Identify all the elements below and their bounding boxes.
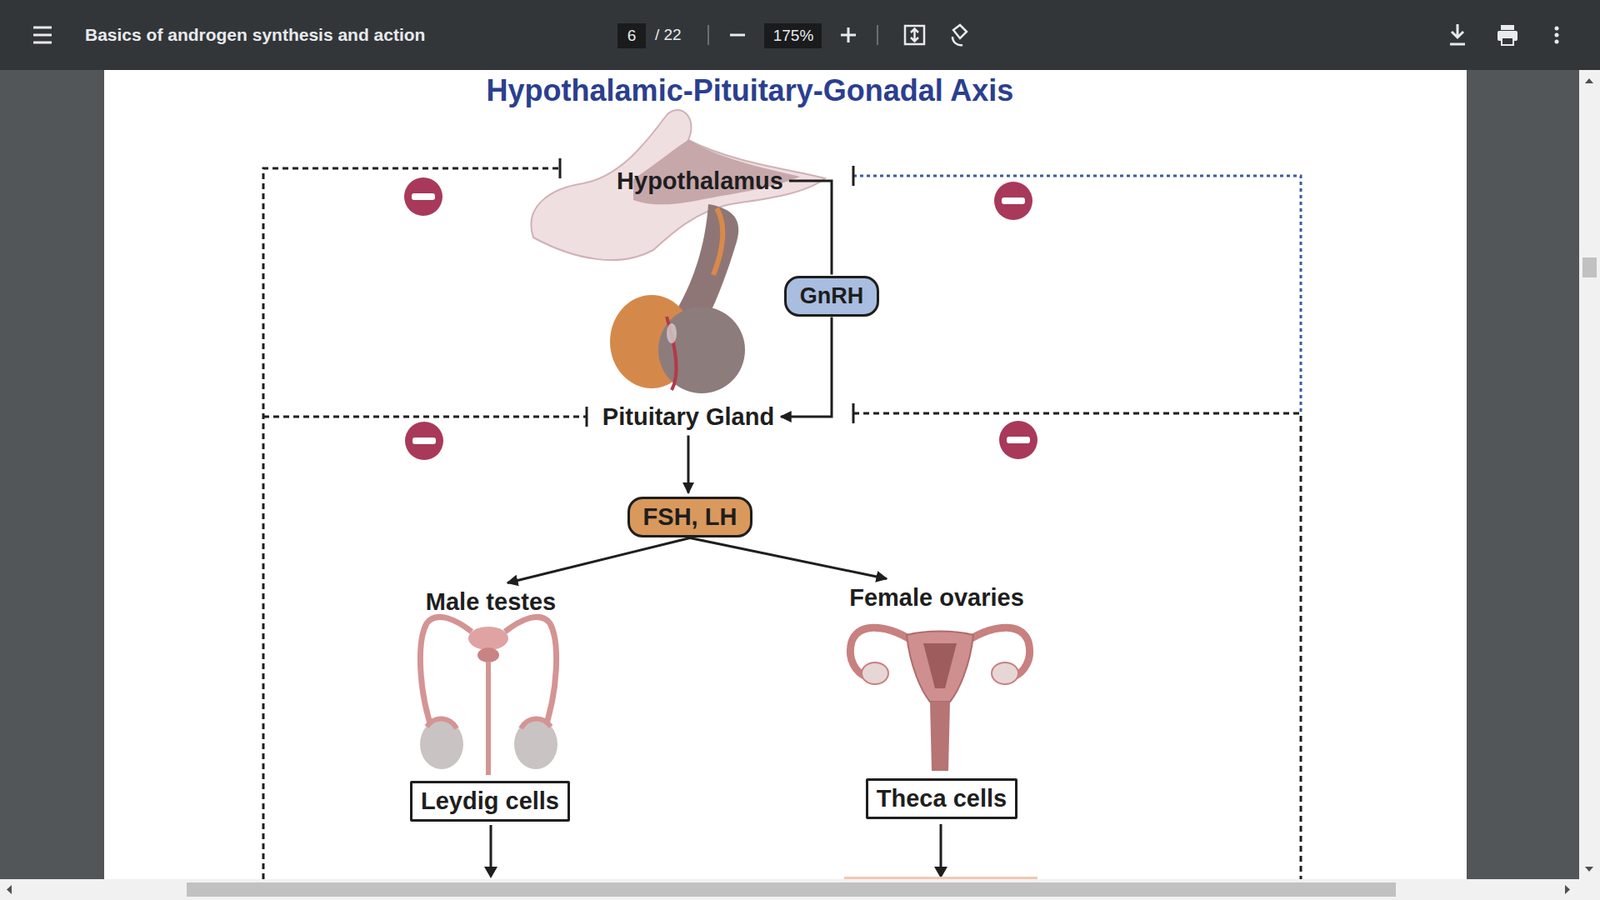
scroll-arrows xyxy=(1585,78,1594,872)
organ-label: Male testes xyxy=(422,586,560,618)
node-text: Leydig cells xyxy=(420,787,560,815)
zoom-in-icon xyxy=(840,27,856,43)
zoom-level: 175% xyxy=(773,26,815,45)
down-arrow xyxy=(490,824,941,871)
node-text: Theca cells xyxy=(876,785,1007,813)
zoom-box xyxy=(764,23,822,49)
region-label: Pituitary Gland xyxy=(599,401,778,433)
connector-arrow xyxy=(686,435,690,494)
more-icon xyxy=(1555,26,1560,45)
brain-illustration xyxy=(530,110,825,394)
node-text: Hypothalamus xyxy=(616,167,784,195)
organ-label: Female ovaries xyxy=(845,582,1028,614)
connector-arrow xyxy=(690,538,887,580)
document-title: Basics of androgen synthesis and action xyxy=(85,25,425,45)
connector-arrow xyxy=(789,180,832,275)
fit-page-icon xyxy=(905,25,925,45)
cut-off-box xyxy=(844,876,1038,880)
page-number-box xyxy=(617,23,646,49)
rotate-icon xyxy=(952,25,967,45)
scroll-thumb xyxy=(186,882,1396,897)
horizontal-scrollbar xyxy=(0,879,1600,900)
cell-box: Leydig cells xyxy=(410,780,570,822)
download-icon xyxy=(1450,24,1465,45)
hormone-box: FSH, LH xyxy=(627,496,754,538)
inhibition-symbol xyxy=(404,177,1038,460)
male-reproductive-illustration xyxy=(420,616,558,775)
separator xyxy=(707,25,710,45)
cell-box: Theca cells xyxy=(865,778,1018,820)
feedback-loop xyxy=(263,168,1301,880)
vertical-scrollbar xyxy=(1579,70,1600,880)
page-number: 6 xyxy=(627,26,637,45)
zoom-out-icon xyxy=(730,34,745,37)
scroll-thumb xyxy=(1582,257,1597,278)
hormone-box: GnRH xyxy=(784,275,880,317)
separator xyxy=(876,25,879,45)
feedback-loop xyxy=(853,175,1301,414)
node-text: Female ovaries xyxy=(849,584,1025,612)
node-text: GnRH xyxy=(800,283,865,310)
page-count: / 22 xyxy=(655,25,682,45)
toolbar xyxy=(0,0,1600,70)
region-label: Hypothalamus xyxy=(613,165,787,197)
node-text: Male testes xyxy=(425,588,556,616)
pdf-page xyxy=(104,70,1467,880)
print-icon xyxy=(1497,25,1518,45)
scroll-arrows xyxy=(6,885,1570,895)
diagram-title: Hypothalamic-Pituitary-Gonadal Axis xyxy=(486,73,1015,109)
connector-arrow xyxy=(780,317,832,418)
connector-arrow xyxy=(507,538,690,584)
node-text: Pituitary Gland xyxy=(602,403,775,431)
node-text: FSH, LH xyxy=(643,503,738,531)
down-arrow-head xyxy=(484,866,948,879)
female-reproductive-illustration xyxy=(850,627,1030,771)
menu-icon xyxy=(33,27,52,43)
